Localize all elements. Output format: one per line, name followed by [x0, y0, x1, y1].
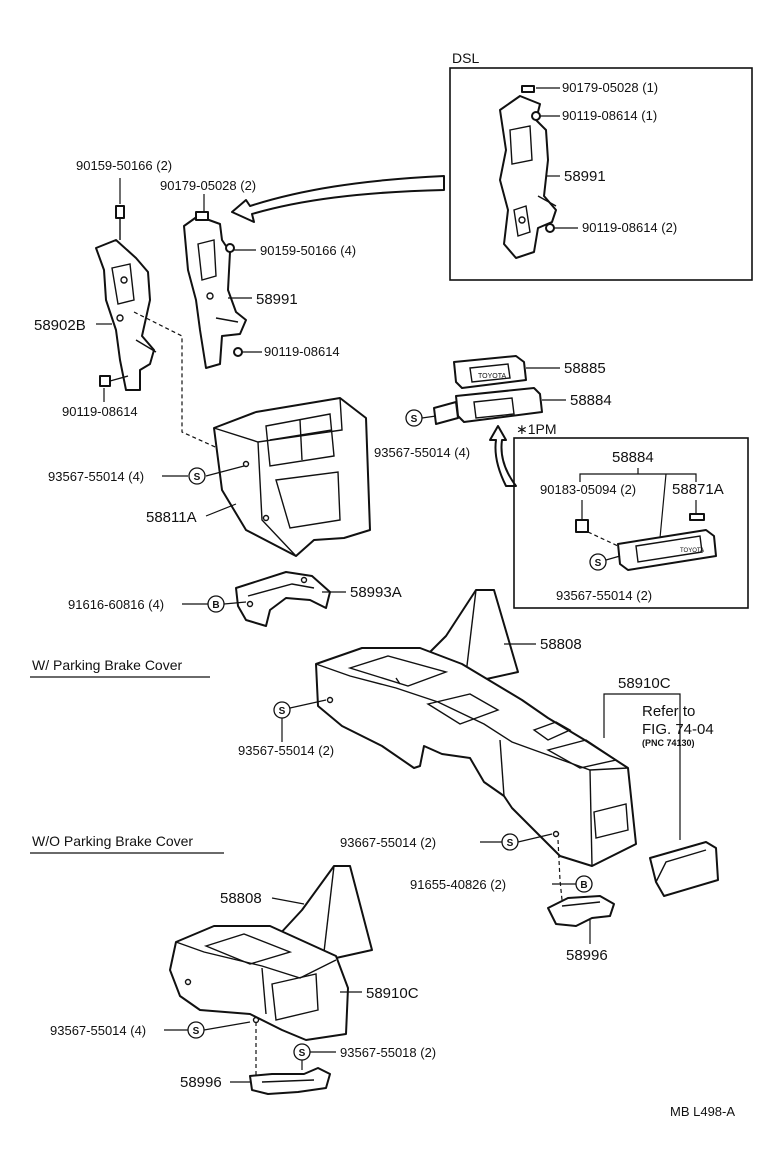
label-90179-dsl: 90179-05028 (1)	[562, 80, 658, 95]
console-58811A	[213, 397, 371, 557]
label-58902B: 58902B	[34, 317, 86, 334]
svg-text:B: B	[580, 880, 587, 891]
section-without-cover: W/O Parking Brake Cover	[32, 833, 193, 849]
screw-90119-a-icon	[99, 375, 111, 387]
label-90119-b: 90119-08614	[264, 344, 340, 359]
screw-90119-b-icon	[233, 347, 243, 357]
section-with-cover: W/ Parking Brake Cover	[32, 657, 182, 673]
label-58884: 58884	[570, 392, 612, 409]
label-58996-a: 58996	[566, 947, 608, 964]
svg-text:S: S	[507, 838, 514, 849]
svg-text:TOYOTA: TOYOTA	[680, 548, 704, 554]
label-58811A: 58811A	[146, 509, 197, 526]
label-58996-b: 58996	[180, 1074, 222, 1091]
bracket-58902B	[95, 239, 155, 391]
label-90119-dsl-1: 90119-08614 (1)	[562, 108, 657, 123]
label-90119-dsl-2: 90119-08614 (2)	[582, 220, 677, 235]
svg-text:S: S	[193, 1026, 200, 1037]
label-93567-pm: 93567-55014 (2)	[556, 588, 652, 603]
label-90183: 90183-05094 (2)	[540, 482, 636, 497]
panel-58885	[453, 355, 527, 389]
svg-text:S: S	[299, 1048, 306, 1059]
svg-text:S: S	[279, 706, 286, 717]
label-90159-4: 90159-50166 (4)	[260, 243, 356, 258]
bracket-58996-a	[547, 895, 615, 927]
label-91616: 91616-60816 (4)	[68, 597, 164, 612]
bracket-58991	[183, 215, 247, 369]
label-58871A: 58871A	[672, 481, 724, 498]
label-58808-b: 58808	[220, 890, 262, 907]
refer-line-1: Refer to	[642, 703, 695, 720]
label-58910C-b: 58910C	[366, 985, 419, 1002]
dsl-bolt2-icon	[545, 223, 555, 233]
label-58991-dsl: 58991	[564, 168, 606, 185]
svg-text:S: S	[194, 472, 201, 483]
svg-text:TOYOTA: TOYOTA	[478, 373, 506, 380]
label-93567-4a: 93567-55014 (4)	[48, 469, 144, 484]
screw-90159-a-icon	[115, 205, 125, 219]
label-58884-pm: 58884	[612, 449, 654, 466]
pm-inset-box	[513, 437, 749, 609]
label-90159-2: 90159-50166 (2)	[76, 158, 172, 173]
screw-90159-b-icon	[225, 243, 235, 253]
dsl-inset-box	[449, 67, 753, 281]
pm-section-title: ∗1PM	[516, 421, 557, 437]
svg-text:S: S	[595, 558, 602, 569]
drawing-reference: MB L498-A	[670, 1104, 735, 1119]
label-58910C-a: 58910C	[618, 675, 671, 692]
label-90119-a: 90119-08614	[62, 404, 138, 419]
label-90179-2: 90179-05028 (2)	[160, 178, 256, 193]
label-93567-18: 93567-55018 (2)	[340, 1045, 436, 1060]
label-91655: 91655-40826 (2)	[410, 877, 506, 892]
label-93667: 93667-55014 (2)	[340, 835, 436, 850]
label-93567-4c: 93567-55014 (4)	[50, 1023, 146, 1038]
svg-text:B: B	[212, 600, 219, 611]
refer-line-2: FIG. 74-04	[642, 721, 714, 738]
label-58993A: 58993A	[350, 584, 402, 601]
s-washer-symbol-a	[188, 467, 206, 485]
refer-line-3: (PNC 74130)	[642, 738, 695, 748]
dsl-reference-arrow-icon	[231, 175, 445, 223]
clip-90179-icon	[195, 211, 209, 221]
label-93567-2a: 93567-55014 (2)	[238, 743, 334, 758]
bracket-clip-icon	[433, 401, 459, 425]
panel-58884	[455, 387, 543, 423]
dsl-clip-icon	[521, 85, 535, 93]
dsl-section-title: DSL	[452, 50, 479, 66]
bulb-58871A-icon	[689, 513, 705, 521]
dsl-bracket-58991	[499, 95, 557, 259]
s-washer-symbol-c	[589, 553, 607, 571]
label-93567-4b: 93567-55014 (4)	[374, 445, 470, 460]
label-58808-a: 58808	[540, 636, 582, 653]
pm-reference-arrow-icon	[489, 425, 517, 487]
dsl-bolt-icon	[531, 111, 541, 121]
label-58991: 58991	[256, 291, 298, 308]
panel-58884-pm	[617, 529, 717, 571]
console-58910C-a	[315, 647, 637, 867]
svg-text:S: S	[411, 414, 418, 425]
clip-90183-icon	[575, 519, 589, 533]
ashtray-insert	[649, 841, 719, 897]
bracket-58993A	[235, 571, 331, 627]
label-58885: 58885	[564, 360, 606, 377]
